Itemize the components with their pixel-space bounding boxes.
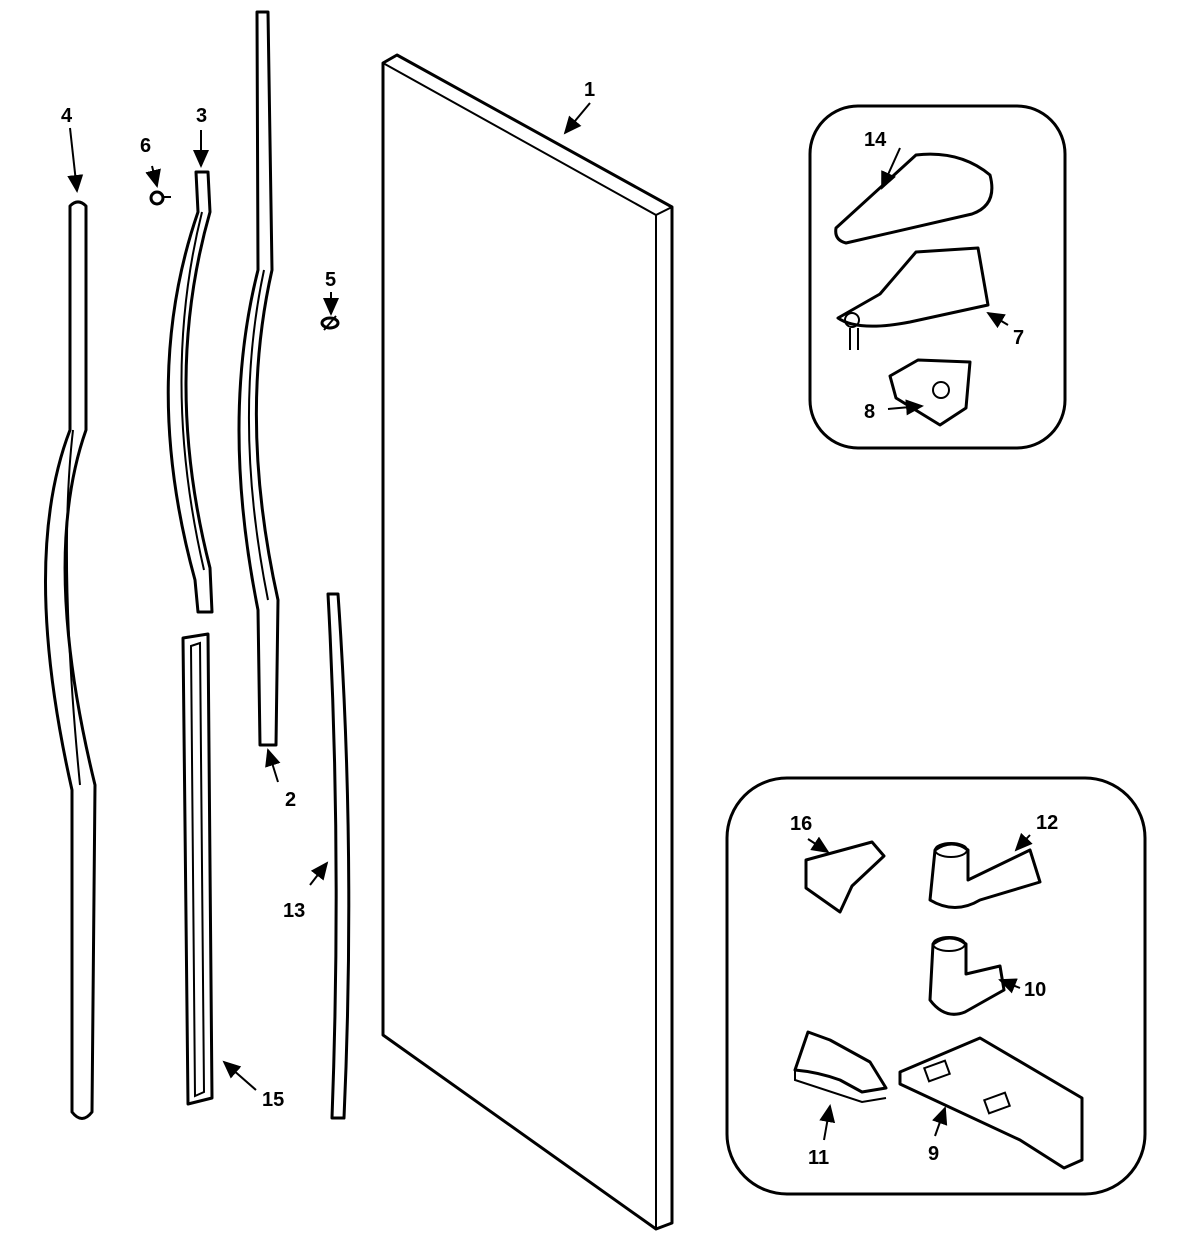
gasket-strip <box>326 592 351 1120</box>
leader-arrows <box>67 102 1033 1141</box>
callout-7: 7 <box>1013 327 1024 349</box>
hinge-side-strip <box>181 632 214 1106</box>
bottom-hinge-plate <box>898 1036 1084 1170</box>
bracket-11 <box>793 1030 888 1104</box>
hinge-shim <box>888 358 972 427</box>
callout-5: 5 <box>325 269 336 291</box>
hinge-pin-12 <box>928 842 1042 909</box>
top-hinge <box>836 246 990 350</box>
callout-11: 11 <box>808 1147 829 1169</box>
door-handle <box>44 200 97 1120</box>
callout-15: 15 <box>262 1089 284 1111</box>
callout-12: 12 <box>1036 812 1058 834</box>
screw-5 <box>320 315 340 331</box>
callout-10: 10 <box>1024 979 1046 1001</box>
callout-9: 9 <box>928 1143 939 1165</box>
callout-13: 13 <box>283 900 305 922</box>
callout-1: 1 <box>584 79 595 101</box>
top-hinge-inset <box>808 104 1067 450</box>
handle-trim <box>166 170 214 614</box>
callout-labels: 1 2 3 4 5 6 7 8 9 10 11 12 13 14 15 16 <box>61 79 1058 1169</box>
door-panel <box>381 53 674 1231</box>
callout-16: 16 <box>790 813 812 835</box>
callout-8: 8 <box>864 401 875 423</box>
screw-6 <box>149 190 171 206</box>
hinge-cover <box>834 152 994 245</box>
bottom-hinge-inset <box>725 776 1147 1196</box>
callout-6: 6 <box>140 135 151 157</box>
trim-strip <box>237 10 280 747</box>
callout-4: 4 <box>61 105 73 127</box>
hinge-pin-10 <box>928 936 1006 1016</box>
callout-3: 3 <box>196 105 207 127</box>
bracket-16 <box>804 840 886 914</box>
callout-14: 14 <box>864 129 887 151</box>
callout-2: 2 <box>285 789 296 811</box>
